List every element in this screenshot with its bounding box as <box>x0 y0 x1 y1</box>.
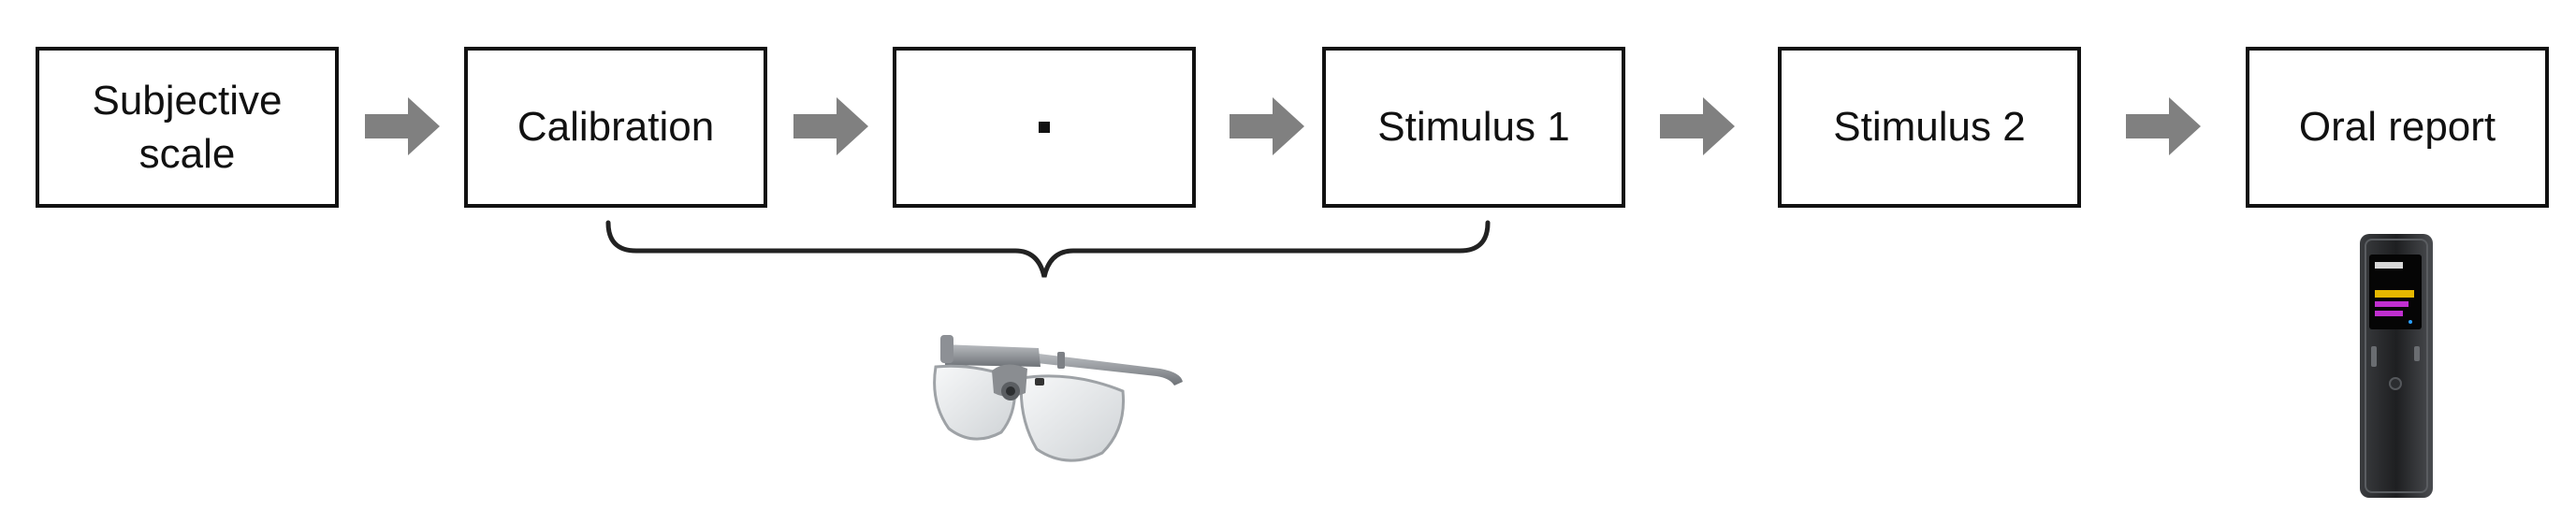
step-calibration: Calibration <box>464 47 767 208</box>
step-label: Oral report <box>2298 104 2496 151</box>
fixation-dot-icon <box>1039 122 1050 133</box>
step-stimulus-1: Stimulus 1 <box>1322 47 1625 208</box>
arrow-right-icon <box>1660 97 1735 155</box>
step-fixation <box>893 47 1196 208</box>
arrow-right-icon <box>2126 97 2201 155</box>
step-subjective-scale: Subjective scale <box>36 47 339 208</box>
step-label: Calibration <box>517 104 715 151</box>
step-oral-report: Oral report <box>2246 47 2549 208</box>
step-label: Stimulus 1 <box>1377 104 1570 151</box>
arrow-right-icon <box>365 97 440 155</box>
step-label: Subjective scale <box>92 77 283 177</box>
arrow-right-icon <box>793 97 868 155</box>
arrow-right-icon <box>1230 97 1304 155</box>
step-stimulus-2: Stimulus 2 <box>1778 47 2081 208</box>
step-label: Stimulus 2 <box>1833 104 2026 151</box>
